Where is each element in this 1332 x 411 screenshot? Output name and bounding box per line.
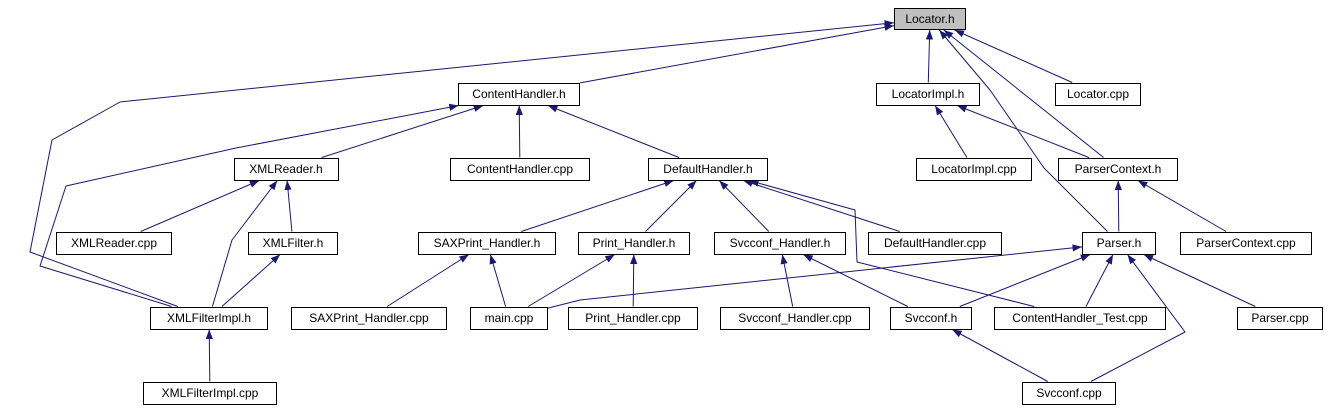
node-locator-h: Locator.h (894, 8, 966, 30)
edge-xmlfilterimpl-h-to-xmlfilter-h (221, 254, 281, 307)
node-locatorimpl-h[interactable]: LocatorImpl.h (876, 82, 980, 106)
edge-locator-cpp-to-locator-h (954, 29, 1073, 83)
edge-svcconf-h-to-svcconf-handler-h (802, 254, 909, 307)
edge-xmlfilterimpl-h-to-xmlreader-h (211, 180, 278, 307)
edge-parser-cpp-to-parser-h (1143, 254, 1256, 307)
edge-xmlfilterimpl-h-to-locator-h (29, 20, 895, 307)
node-locator-cpp[interactable]: Locator.cpp (1055, 82, 1141, 106)
node-xmlreader-h[interactable]: XMLReader.h (233, 157, 339, 181)
node-saxprint-handler-h[interactable]: SAXPrint_Handler.h (418, 231, 556, 255)
edge-xmlreader-cpp-to-xmlreader-h (140, 180, 260, 232)
edge-defaulthandler-h-to-contenthandler-h (547, 105, 680, 158)
edge-saxprint-handler-cpp-to-saxprint-handler-h (386, 254, 470, 307)
node-main-cpp[interactable]: main.cpp (470, 306, 548, 330)
edge-locatorimpl-h-to-locator-h (925, 29, 934, 83)
edge-print-handler-cpp-to-print-handler-h (630, 254, 638, 307)
node-parsercontext-h[interactable]: ParserContext.h (1058, 157, 1178, 181)
edge-main-cpp-to-parser-h (547, 244, 1083, 309)
edge-xmlfilterimpl-cpp-to-xmlfilterimpl-h (205, 329, 213, 382)
node-svcconf-h[interactable]: Svcconf.h (890, 306, 972, 330)
node-xmlfilterimpl-h[interactable]: XMLFilterImpl.h (150, 306, 268, 330)
node-parser-h[interactable]: Parser.h (1082, 231, 1156, 255)
node-svcconf-cpp[interactable]: Svcconf.cpp (1022, 381, 1116, 405)
node-contenthandler-cpp[interactable]: ContentHandler.cpp (450, 157, 590, 181)
edge-svcconf-handler-cpp-to-svcconf-handler-h (780, 254, 794, 307)
edge-contenthandler-h-to-locator-h (579, 23, 895, 84)
edge-contenthandler-test-cpp-to-parser-h (1085, 254, 1114, 307)
edge-parser-h-to-parsercontext-h (1114, 180, 1122, 232)
node-saxprint-handler-cpp[interactable]: SAXPrint_Handler.cpp (291, 306, 447, 330)
node-defaulthandler-h[interactable]: DefaultHandler.h (648, 157, 768, 181)
edge-xmlfilterimpl-h-to-contenthandler-h (39, 103, 459, 307)
edge-parsercontext-cpp-to-parsercontext-h (1137, 180, 1227, 232)
edge-contenthandler-test-cpp-to-defaulthandler-h (749, 179, 1035, 307)
edge-xmlreader-h-to-contenthandler-h (321, 104, 484, 158)
edge-locatorimpl-cpp-to-locatorimpl-h (934, 105, 968, 158)
node-contenthandler-test-cpp[interactable]: ContentHandler_Test.cpp (994, 306, 1166, 330)
edge-saxprint-handler-h-to-defaulthandler-h (521, 180, 674, 232)
edge-contenthandler-cpp-to-contenthandler-h (515, 105, 523, 158)
node-print-handler-h[interactable]: Print_Handler.h (578, 231, 690, 255)
edge-defaulthandler-cpp-to-defaulthandler-h (743, 180, 900, 232)
edge-parsercontext-h-to-locatorimpl-h (956, 105, 1090, 158)
edge-parsercontext-h-to-locator-h (943, 29, 1104, 158)
node-xmlfilter-h[interactable]: XMLFilter.h (248, 231, 338, 255)
node-print-handler-cpp[interactable]: Print_Handler.cpp (568, 306, 698, 330)
edge-svcconf-cpp-to-parser-h (1090, 254, 1186, 382)
edge-svcconf-handler-h-to-defaulthandler-h (718, 180, 770, 232)
edge-main-cpp-to-print-handler-h (527, 254, 616, 307)
node-svcconf-handler-h[interactable]: Svcconf_Handler.h (714, 231, 846, 255)
node-contenthandler-h[interactable]: ContentHandler.h (458, 82, 580, 106)
edge-xmlfilter-h-to-xmlreader-h (284, 180, 293, 232)
edge-svcconf-cpp-to-svcconf-h (951, 329, 1049, 382)
edge-svcconf-h-to-parser-h (959, 254, 1091, 307)
edge-print-handler-h-to-defaulthandler-h (645, 180, 697, 232)
edge-main-cpp-to-saxprint-handler-h (489, 254, 507, 307)
node-locatorimpl-cpp[interactable]: LocatorImpl.cpp (916, 157, 1032, 181)
node-xmlfilterimpl-cpp[interactable]: XMLFilterImpl.cpp (143, 381, 277, 405)
node-defaulthandler-cpp[interactable]: DefaultHandler.cpp (868, 231, 1002, 255)
node-svcconf-handler-cpp[interactable]: Svcconf_Handler.cpp (720, 306, 870, 330)
node-parser-cpp[interactable]: Parser.cpp (1237, 306, 1323, 330)
node-parsercontext-cpp[interactable]: ParserContext.cpp (1180, 231, 1312, 255)
node-xmlreader-cpp[interactable]: XMLReader.cpp (56, 231, 172, 255)
